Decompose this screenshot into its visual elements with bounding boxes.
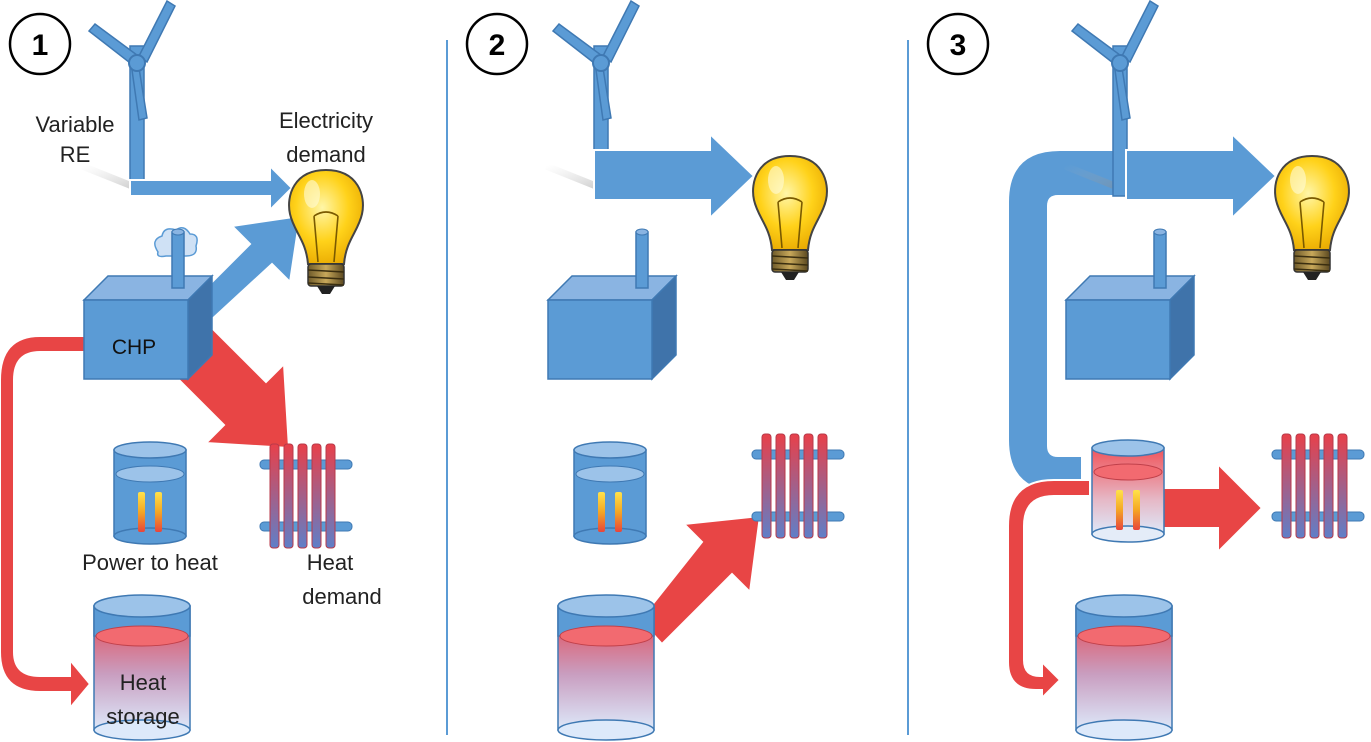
panel-number-badge [8,12,72,76]
heat-demand-label-line1: Heat [307,550,353,575]
radiator-icon [259,443,353,549]
panel-2: 2 [465,1,845,741]
wind-turbine-icon [82,1,175,196]
power-to-heat-tank-icon [1091,439,1165,543]
variable-re-label-line1: Variable [35,112,114,137]
light-bulb-icon [288,169,364,295]
heat-storage-label-line2: storage [106,704,179,729]
heat-flow-power-to-heat-to-radiator [1155,461,1264,555]
variable-re-label-line2: RE [60,142,91,167]
electricity-demand-label-line2: demand [286,142,366,167]
panel-1: 1 CHP Variable RE Electricity demand Pow… [0,1,382,741]
light-bulb-icon [1274,155,1350,281]
heat-flow-power-to-heat-to-storage [1007,479,1091,701]
panel-number-badge [926,12,990,76]
radiator-icon [1271,433,1365,539]
chp-plant-icon [547,228,677,380]
heat-flow-storage-to-radiator [638,514,762,646]
power-to-heat-tank-icon [113,441,187,545]
chp-label: CHP [112,336,156,359]
heat-storage-tank-icon [557,594,655,741]
electricity-demand-label-line1: Electricity [279,108,373,133]
chp-plant-icon [1065,228,1195,380]
panel-number-badge [465,12,529,76]
panel-3: 3 [926,1,1365,741]
heat-demand-label-line2: demand [302,584,382,609]
panel-number: 3 [950,29,967,62]
electricity-flow-re-to-bulb [593,131,756,221]
electricity-flow-re-to-bulb [1125,131,1278,221]
panel-number: 1 [32,29,49,62]
heat-flow-chp-to-storage [0,335,92,711]
light-bulb-icon [752,155,828,281]
power-to-heat-label: Power to heat [82,550,218,575]
panel-number: 2 [489,29,506,62]
power-to-heat-tank-icon [573,441,647,545]
radiator-icon [751,433,845,539]
heat-storage-tank-icon [1075,594,1173,741]
electricity-flow-re-to-bulb [129,163,294,213]
heat-storage-label-line1: Heat [120,670,166,695]
